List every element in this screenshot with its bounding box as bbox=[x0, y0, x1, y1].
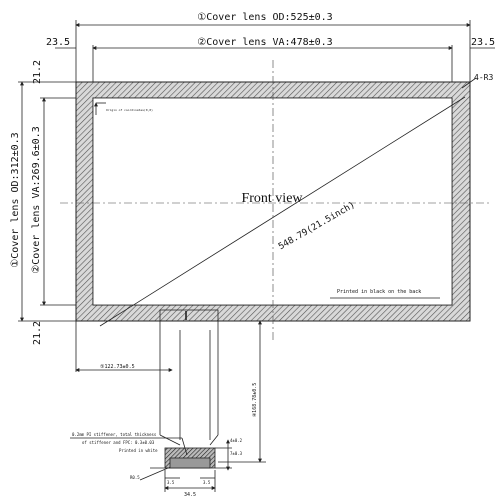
print-note: Printed in black on the back bbox=[337, 289, 421, 295]
od-width-dimension bbox=[75, 20, 471, 82]
right-margin-label: 23.5 bbox=[471, 37, 495, 48]
pin-label: R0.5 bbox=[130, 475, 140, 480]
fpc-offset-label: ⑤122.73±0.5 bbox=[100, 364, 135, 370]
stiffener-note-2: of stiffener and FPC: 0.3±0.03 bbox=[82, 440, 155, 445]
connector-contacts bbox=[169, 457, 211, 469]
fpc-width-dimension bbox=[164, 470, 216, 492]
corner-radius-leader bbox=[461, 77, 477, 89]
fpc-dim-4: 3.5 bbox=[203, 480, 211, 485]
origin-note: Origin of coordinates(0,0) bbox=[106, 108, 153, 112]
origin-marker bbox=[94, 102, 106, 115]
viewing-area bbox=[92, 97, 453, 306]
fpc-dim-3: 3.5 bbox=[167, 480, 175, 485]
od-height-label: ①Cover lens OD:312±0.3 bbox=[10, 132, 21, 267]
corner-radius-label: 4-R3 bbox=[474, 73, 493, 82]
stiffener-note-3: Printed in white bbox=[119, 448, 158, 453]
fpc-dim-1: 4±0.2 bbox=[230, 438, 243, 443]
od-width-label: ①Cover lens OD:525±0.3 bbox=[197, 12, 332, 23]
fpc-offset-dimension bbox=[75, 321, 173, 372]
left-margin-label: 23.5 bbox=[46, 37, 70, 48]
fpc-width-label: 34.5 bbox=[184, 492, 196, 498]
fpc-tail bbox=[159, 309, 219, 446]
fpc-dim-2: 7±0.3 bbox=[230, 451, 243, 456]
fpc-length-label: ④168.78±0.5 bbox=[252, 383, 258, 418]
bottom-margin-label: 21.2 bbox=[32, 321, 43, 345]
front-view-label: Front view bbox=[241, 191, 303, 206]
va-width-label: ②Cover lens VA:478±0.3 bbox=[197, 37, 332, 48]
od-height-dimension bbox=[18, 81, 76, 322]
diagonal-line bbox=[99, 96, 466, 327]
top-margin-label: 21.2 bbox=[32, 60, 43, 84]
stiffener-note-1: 0.2mm PI stiffener, total thickness bbox=[72, 432, 157, 437]
va-height-label: ②Cover lens VA:269.6±0.3 bbox=[31, 126, 42, 273]
